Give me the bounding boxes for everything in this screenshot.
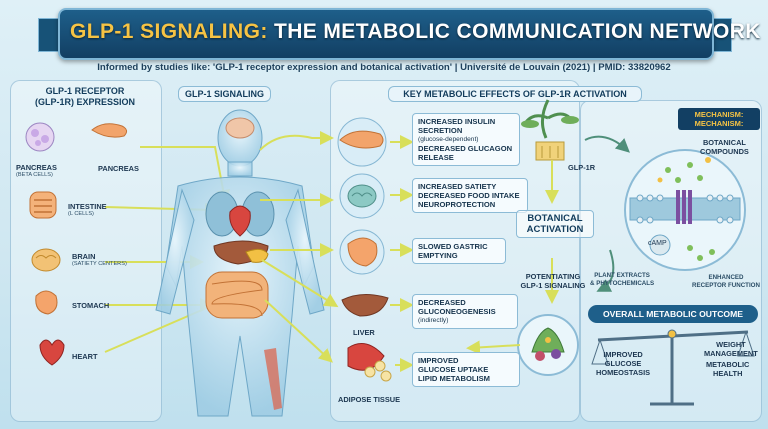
effect-insulin-line1: INCREASED INSULIN [418,117,496,126]
label-pancreas: PANCREAS [98,164,139,173]
effect-gluco-line2: GLUCONEOGENESIS [418,307,496,316]
camp-label: cAMP [648,240,667,247]
effect-uptake-line2: GLUCOSE UPTAKE [418,365,489,374]
effect-gluconeogenesis: DECREASED GLUCONEOGENESIS (indirectly) [412,294,518,329]
label-intestine: INTESTINE [68,202,107,211]
effect-satiety-line1: INCREASED SATIETY [418,182,497,191]
compounds-label: BOTANICAL COMPOUNDS [700,138,749,156]
label-glp1r: GLP-1R [568,163,596,172]
enhanced-line2: RECEPTOR FUNCTION [692,282,760,289]
effect-uptake-line3: LIPID METABOLISM [418,374,490,383]
source-citation: Informed by studies like: 'GLP-1 recepto… [97,62,671,73]
mechanism-title-line1: MECHANISM: [694,110,744,119]
plant-extracts-line1: PLANT EXTRACTS [594,272,650,279]
effect-gluco-sub: (indirectly) [418,317,449,324]
label-brain: BRAIN [72,252,96,261]
effect-gluco-line1: DECREASED [418,298,466,307]
effect-glucagon-line1: DECREASED GLUCAGON [418,144,513,153]
compounds-line1: BOTANICAL [702,138,746,147]
activation-line1: BOTANICAL [527,213,583,224]
effect-glucagon-line2: RELEASE [418,153,454,162]
outcome-glucose-line1: IMPROVED [603,350,643,359]
activation-line2: ACTIVATION [526,224,584,235]
plant-extracts-line2: & PHYTOCHEMICALS [590,280,655,287]
left-icons [25,122,128,366]
label-stomach: STOMACH [72,301,110,310]
label-pancreas-beta-sub: (BETA CELLS) [16,172,53,178]
effect-arrows [259,131,414,372]
effects-header: KEY METABOLIC EFFECTS OF GLP-1R ACTIVATI… [388,86,642,102]
effect-insulin-line2: SECRETION [418,126,463,135]
receptor-panel-header: GLP-1 RECEPTOR (GLP-1R) EXPRESSION [18,86,152,108]
receptor-header-line1: GLP-1 RECEPTOR [45,86,125,96]
outcome-weight-line1: WEIGHT [716,340,746,349]
mechanism-title: MECHANISM: MECHANISM: [678,108,760,130]
outcome-health-line2: HEALTH [712,369,743,378]
outcome-glucose: IMPROVED GLUCOSE HOMEOSTASIS [596,350,650,377]
enhanced-line1: ENHANCED [708,274,744,281]
effect-organ-icons [337,117,392,382]
mechanism-title-line2: MECHANISM: [694,119,744,128]
label-heart: HEART [72,352,98,361]
signaling-header: GLP-1 SIGNALING [178,86,272,102]
plant-extracts-label: PLANT EXTRACTS & PHYTOCHEMICALS [590,272,654,288]
outcome-weight: WEIGHT MANAGEMENT [704,340,758,358]
outcome-weight-line2: MANAGEMENT [704,349,758,358]
effect-insulin: INCREASED INSULIN SECRETION (glucose-dep… [412,113,520,166]
title-rest: THE METABOLIC COMMUNICATION NETWORK [267,20,761,43]
outcome-health-line1: METABOLIC [706,360,750,369]
effect-gastric-line2: EMPTYING [418,251,458,260]
effect-gastric: SLOWED GASTRIC EMPTYING [412,238,506,264]
page-title: GLP-1 SIGNALING: THE METABOLIC COMMUNICA… [70,14,760,50]
effect-satiety-line2: DECREASED FOOD INTAKE [418,191,520,200]
compounds-line2: COMPOUNDS [700,147,749,156]
balance-scale [591,329,755,406]
label-pancreas-beta: PANCREAS [16,163,57,172]
outcome-glucose-line2: GLUCOSE [604,359,642,368]
botanical-artwork [466,99,746,376]
potentiating-label: POTENTIATING GLP-1 SIGNALING [508,272,598,290]
effect-uptake-line1: IMPROVED [418,356,459,365]
potentiating-line2: GLP-1 SIGNALING [520,281,586,290]
botanical-activation-label: BOTANICAL ACTIVATION [516,210,594,238]
effect-glucose-uptake: IMPROVED GLUCOSE UPTAKE LIPID METABOLISM [412,352,520,387]
title-highlight: GLP-1 SIGNALING: [70,20,268,43]
outcome-glucose-line3: HOMEOSTASIS [596,368,651,377]
effect-satiety-line3: NEUROPROTECTION [418,200,496,209]
effect-satiety: INCREASED SATIETY DECREASED FOOD INTAKE … [412,178,528,213]
effect-insulin-sub: (glucose-dependent) [418,136,479,143]
human-body [155,109,325,417]
label-liver: LIVER [353,328,375,337]
effect-gastric-line1: SLOWED GASTRIC [418,242,488,251]
potentiating-line1: POTENTIATING [525,272,581,281]
label-brain-sub: (SATIETY CENTERS) [72,261,127,267]
label-adipose: ADIPOSE TISSUE [338,395,401,404]
title-banner [58,8,714,60]
outcome-title: OVERALL METABOLIC OUTCOME [588,305,758,323]
outcome-health: METABOLIC HEALTH [706,360,749,378]
label-intestine-sub: (L CELLS) [68,211,94,217]
enhanced-receptor-label: ENHANCED RECEPTOR FUNCTION [692,274,760,290]
receptor-header-line2: (GLP-1R) EXPRESSION [34,97,135,107]
